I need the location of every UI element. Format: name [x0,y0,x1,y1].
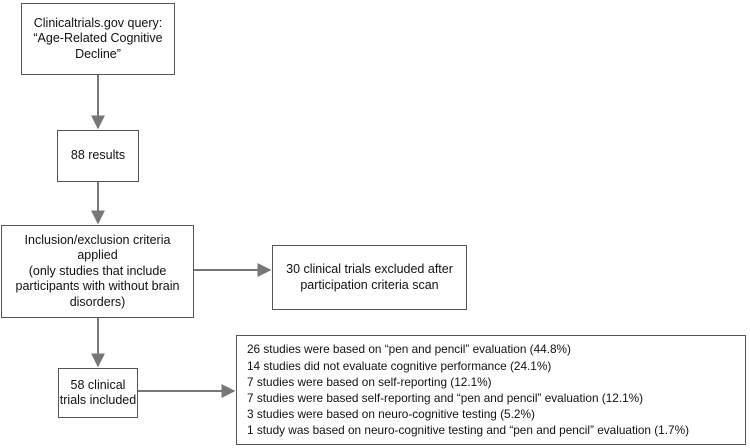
criteria-box: Inclusion/exclusion criteria applied (on… [1,225,194,318]
breakdown-line-4: 7 studies were based self-reporting and … [247,391,644,405]
criteria-line-3: (only studies that include [28,263,167,278]
excluded-line-1: 30 clinical trials excluded after [286,262,453,276]
criteria-line-4: participants with without brain [15,279,180,294]
breakdown-line-3: 7 studies were based on self-reporting (… [247,374,492,389]
query-box: Clinicaltrials.gov query: “Age-Related C… [21,3,175,75]
breakdown-box: 26 studies were based on “pen and pencil… [236,335,746,445]
excluded-box: 30 clinical trials excluded after partic… [272,245,467,310]
excluded-line-2: participation criteria scan [300,277,439,292]
query-line-1: Clinicaltrials.gov query: [33,15,163,30]
breakdown-line-6: 1 study was based on neuro-cognitive tes… [247,423,690,438]
criteria-line-5: disorders) [69,294,126,309]
query-line-2: “Age-Related Cognitive [33,31,163,46]
results-line-1: 88 results [70,148,126,163]
criteria-line-2: applied [77,248,118,263]
breakdown-line-5: 3 studies were based on neuro-cognitive … [247,407,535,422]
included-box: 58 clinical trials included [58,368,138,418]
results-box: 88 results [57,130,139,182]
query-line-3: Decline” [75,46,121,61]
breakdown-line-1: 26 studies were based on “pen and pencil… [247,342,571,357]
included-line-2: trials included [59,393,137,407]
criteria-line-1: Inclusion/exclusion criteria [24,232,171,247]
breakdown-line-2: 14 studies did not evaluate cognitive pe… [247,358,552,373]
included-line-1: 58 clinical [70,377,126,392]
